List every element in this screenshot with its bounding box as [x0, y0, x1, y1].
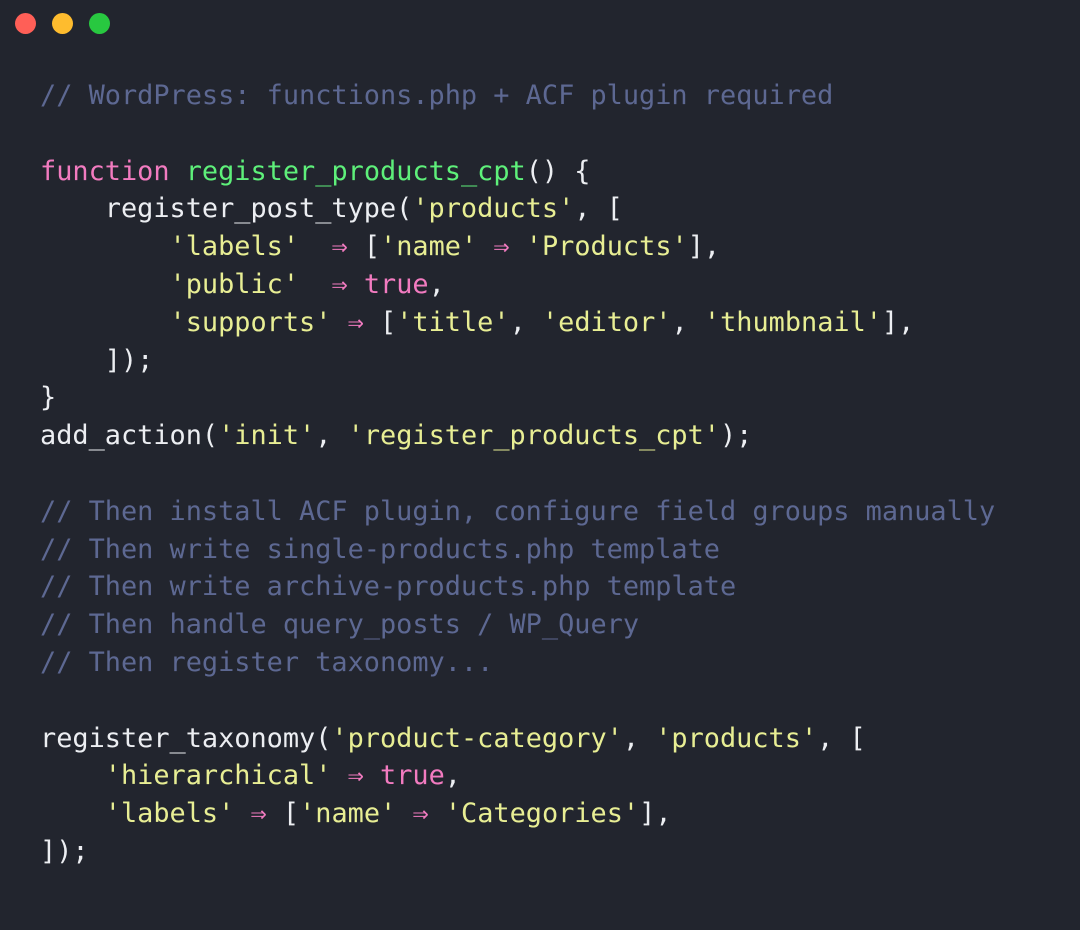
code-line: 'public' ⇒ true, — [40, 266, 995, 304]
code-token — [364, 760, 380, 791]
code-token: , — [428, 268, 445, 300]
code-token: add_action( — [40, 420, 219, 452]
comment-token: // Then write archive-products.php templ… — [40, 571, 737, 603]
string-token: 'product-category' — [331, 722, 623, 754]
minimize-button[interactable] — [52, 13, 73, 34]
string-token: 'hierarchical' — [104, 760, 332, 792]
code-line: // WordPress: functions.php + ACF plugin… — [40, 77, 995, 115]
code-line: register_taxonomy('product-category', 'p… — [40, 720, 995, 758]
code-line — [40, 682, 995, 720]
code-line: // Then write single-products.php templa… — [40, 531, 995, 569]
code-token: , [ — [817, 722, 866, 754]
code-token — [40, 798, 105, 829]
code-line: } — [40, 379, 995, 417]
code-line: ]); — [40, 342, 995, 380]
code-token — [40, 269, 170, 300]
string-token: 'register_products_cpt' — [347, 420, 720, 452]
code-line: function register_products_cpt() { — [40, 153, 995, 191]
string-token: 'name' — [380, 231, 478, 263]
code-line: 'hierarchical' ⇒ true, — [40, 757, 995, 795]
code-token: [ — [347, 231, 381, 263]
code-token: ], — [687, 231, 721, 263]
code-token: register_taxonomy( — [40, 722, 332, 754]
comment-token: // Then write single-products.php templa… — [40, 533, 720, 565]
keyword-token: ⇒ — [347, 760, 364, 792]
string-token: 'init' — [218, 420, 316, 452]
code-token: ]); — [40, 835, 89, 867]
code-token: , — [444, 760, 461, 792]
code-token — [331, 307, 347, 338]
code-token — [396, 798, 412, 829]
string-token: 'supports' — [169, 306, 332, 338]
keyword-token: true — [380, 760, 445, 792]
code-token: register_post_type( — [40, 193, 413, 225]
close-button[interactable] — [15, 13, 36, 34]
keyword-token: ⇒ — [493, 231, 510, 263]
code-token — [299, 231, 331, 262]
code-token: () { — [525, 155, 591, 187]
comment-token: // Then install ACF plugin, configure fi… — [40, 495, 996, 527]
code-line: // Then install ACF plugin, configure fi… — [40, 493, 995, 531]
code-token — [40, 307, 170, 338]
code-token — [234, 798, 250, 829]
code-token: , — [509, 306, 542, 338]
keyword-token: ⇒ — [347, 306, 364, 338]
keyword-token: ⇒ — [331, 231, 348, 263]
function-name-token: register_products_cpt — [185, 155, 526, 187]
code-token — [331, 760, 347, 791]
code-line: register_post_type('products', [ — [40, 190, 995, 228]
code-line: // Then handle query_posts / WP_Query — [40, 606, 995, 644]
string-token: 'products' — [412, 193, 575, 225]
code-token — [299, 269, 331, 300]
code-line: 'supports' ⇒ ['title', 'editor', 'thumbn… — [40, 304, 995, 342]
code-token — [348, 269, 364, 300]
code-token — [170, 156, 186, 187]
keyword-token: true — [363, 268, 429, 300]
code-token: , — [671, 306, 704, 338]
code-token: ]); — [40, 344, 154, 376]
code-token — [429, 798, 445, 829]
code-token: , [ — [574, 193, 623, 225]
string-token: 'labels' — [169, 231, 300, 263]
string-token: 'thumbnail' — [703, 306, 882, 338]
string-token: 'title' — [396, 306, 510, 338]
comment-token: // WordPress: functions.php + ACF plugin… — [40, 80, 834, 111]
code-line: // Then register taxonomy... — [40, 644, 995, 682]
code-token — [477, 231, 493, 262]
code-line: ]); — [40, 833, 995, 871]
code-line — [40, 455, 995, 493]
code-token: } — [40, 382, 57, 414]
keyword-token: ⇒ — [250, 798, 267, 830]
code-token: [ — [363, 306, 397, 338]
code-token — [510, 231, 526, 262]
code-line — [40, 115, 995, 153]
string-token: 'name' — [299, 798, 397, 830]
code-line: 'labels' ⇒ ['name' ⇒ 'Products'], — [40, 228, 995, 266]
string-token: 'Products' — [525, 231, 688, 263]
keyword-token: function — [40, 155, 170, 187]
code-line: add_action('init', 'register_products_cp… — [40, 417, 995, 455]
string-token: 'editor' — [541, 306, 672, 338]
maximize-button[interactable] — [89, 13, 110, 34]
code-token: ], — [639, 798, 672, 830]
code-token: , — [622, 722, 656, 754]
string-token: 'Categories' — [444, 798, 640, 830]
code-token: ); — [719, 420, 753, 452]
string-token: 'products' — [655, 722, 818, 754]
code-token: ], — [881, 306, 915, 338]
code-line: // Then write archive-products.php templ… — [40, 568, 995, 606]
keyword-token: ⇒ — [331, 268, 348, 300]
comment-token: // Then register taxonomy... — [40, 646, 494, 678]
keyword-token: ⇒ — [412, 798, 429, 830]
code-line: 'labels' ⇒ ['name' ⇒ 'Categories'], — [40, 795, 995, 833]
code-token — [40, 760, 105, 791]
comment-token: // Then handle query_posts / WP_Query — [40, 609, 640, 641]
window-controls — [15, 13, 110, 34]
string-token: 'public' — [169, 268, 300, 300]
string-token: 'labels' — [104, 798, 235, 830]
code-block: // WordPress: functions.php + ACF plugin… — [40, 77, 995, 871]
code-token: [ — [266, 798, 300, 830]
code-token: , — [315, 420, 348, 452]
code-token — [40, 231, 170, 262]
